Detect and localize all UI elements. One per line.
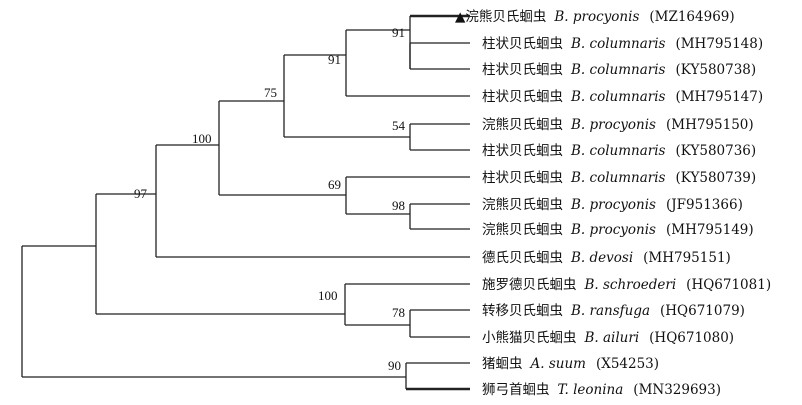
tree-branches — [21, 14, 470, 391]
support-value: 90 — [388, 358, 401, 373]
support-value: 69 — [328, 177, 341, 192]
support-value: 78 — [392, 305, 405, 320]
triangle-marker-icon: ▲ — [455, 9, 466, 25]
support-value: 98 — [392, 198, 405, 213]
support-values: 91 91 75 54 100 69 98 97 100 78 90 — [134, 25, 406, 373]
support-value: 100 — [318, 288, 338, 303]
support-value: 100 — [192, 131, 212, 146]
support-value: 75 — [264, 85, 277, 100]
support-value: 91 — [392, 25, 405, 40]
support-value: 91 — [328, 52, 341, 67]
support-value: 97 — [134, 186, 148, 201]
support-value: 54 — [392, 118, 406, 133]
